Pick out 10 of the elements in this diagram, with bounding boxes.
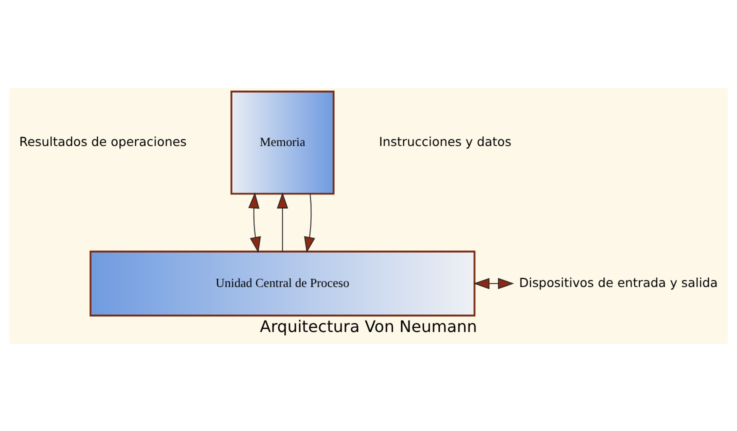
node-box: Unidad Central de Proceso <box>90 250 476 316</box>
node-text: Dispositivos de entrada y salida <box>519 274 718 290</box>
arrow <box>248 192 261 252</box>
label: Resultados de operaciones <box>19 133 187 148</box>
label: Instrucciones y datos <box>378 133 512 148</box>
arrow <box>276 192 288 252</box>
caption: Arquitectura Von Neumann <box>260 316 478 336</box>
arrow <box>473 277 514 289</box>
node-box: Memoria <box>230 90 334 194</box>
arrow <box>304 192 316 252</box>
